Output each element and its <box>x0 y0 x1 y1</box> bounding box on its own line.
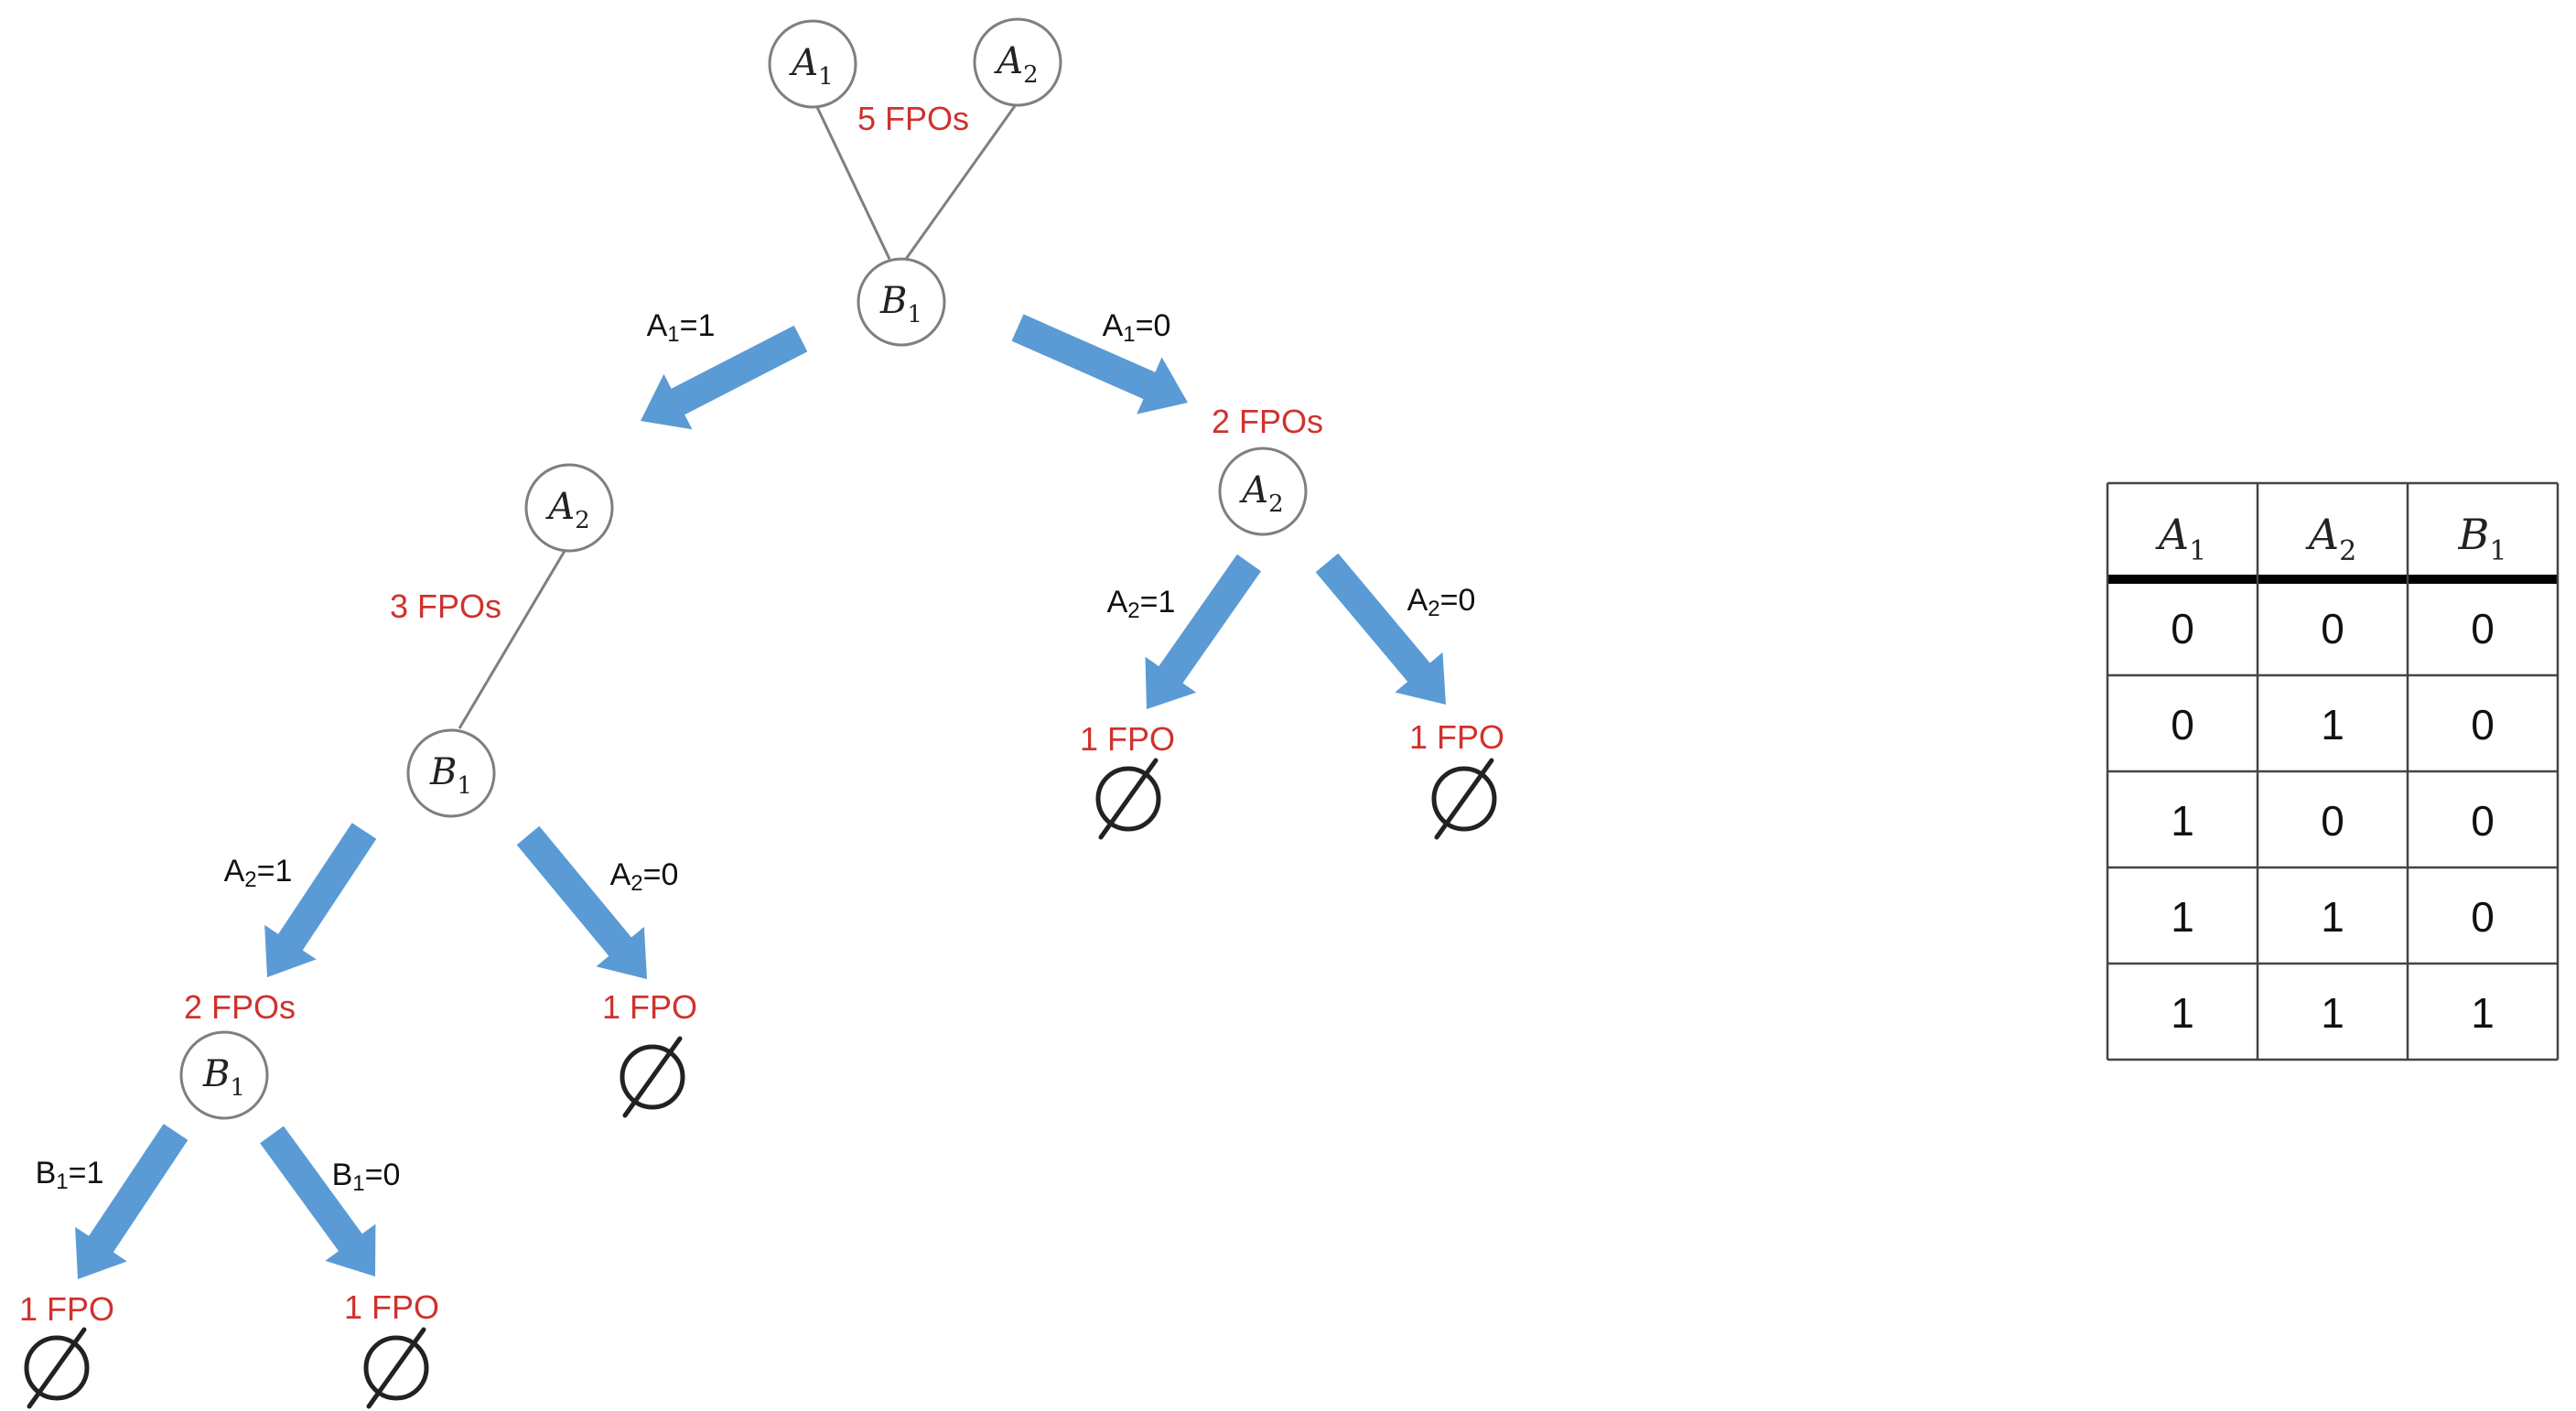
table-cell: 1 <box>2471 989 2495 1037</box>
arrow-left-a2-eq-1 <box>264 823 377 977</box>
arrow-a1-eq-1 <box>641 325 808 430</box>
fpo-label: 1 FPO <box>602 988 697 1026</box>
table-cell: 1 <box>2321 701 2344 749</box>
empty-set-icon <box>1095 758 1161 840</box>
node-a1-root: A1 <box>768 19 857 109</box>
fpo-label: 1 FPO <box>19 1290 114 1328</box>
table-cell: 0 <box>2321 797 2344 845</box>
condition-label: A1=1 <box>647 308 716 347</box>
transition-arrows <box>75 314 1446 1279</box>
node-label: A2 <box>993 40 1038 89</box>
condition-label: A2=0 <box>610 857 679 896</box>
condition-label: B1=1 <box>36 1156 104 1194</box>
node-circle <box>857 257 946 347</box>
empty-set-icon <box>620 1036 685 1118</box>
empty-set-icon <box>24 1327 90 1409</box>
table-row: 1 1 0 <box>2171 893 2495 941</box>
empty-set-terminals <box>24 758 1497 1409</box>
table-header-row: A1 A2 B1 <box>2155 510 2507 567</box>
table-grid <box>2106 481 2560 1061</box>
node-a2-root: A2 <box>973 17 1062 107</box>
table-cell: 1 <box>2171 797 2194 845</box>
table-header-cell: A2 <box>2305 510 2356 567</box>
table-row: 1 1 1 <box>2171 989 2495 1037</box>
table-cell: 0 <box>2321 605 2344 652</box>
node-circle <box>179 1030 269 1120</box>
tree-nodes: A1 A2 B1 A2 A2 B1 B1 <box>179 17 1308 1120</box>
truth-table: A1 A2 B1 0 0 0 0 1 0 1 0 0 1 1 0 1 1 1 <box>2106 481 2560 1061</box>
node-circle <box>1218 447 1308 536</box>
node-b1-mid: B1 <box>406 728 496 818</box>
node-b1-top: B1 <box>857 257 946 347</box>
condition-labels: A1=1 A1=0 A2=1 A2=0 A2=1 A2=0 B1=1 B1=0 <box>36 308 1476 1196</box>
node-circle <box>973 17 1062 107</box>
fpo-label: 1 FPO <box>344 1288 439 1326</box>
node-circle <box>524 463 614 553</box>
arrow-left-a2-eq-0 <box>516 825 647 979</box>
node-b1-low: B1 <box>179 1030 269 1120</box>
table-cell: 0 <box>2471 893 2495 941</box>
fpo-label: 2 FPOs <box>1212 403 1323 440</box>
node-circle <box>768 19 857 109</box>
empty-set-icon <box>1431 758 1497 840</box>
table-cell: 0 <box>2171 605 2194 652</box>
table-cell: 0 <box>2471 797 2495 845</box>
table-cell: 1 <box>2321 989 2344 1037</box>
arrow-a1-eq-0 <box>1011 314 1188 415</box>
condition-label: B1=0 <box>332 1158 401 1196</box>
fpo-label: 5 FPOs <box>857 100 969 137</box>
fpo-labels: 5 FPOs 2 FPOs 3 FPOs 1 FPO 1 FPO 2 FPOs … <box>19 100 1504 1328</box>
tree-edges <box>458 102 1019 729</box>
condition-label: A1=0 <box>1103 308 1171 347</box>
edge-a1-b1 <box>814 104 891 260</box>
edge-a2-b1 <box>904 102 1019 260</box>
node-circle <box>406 728 496 818</box>
condition-label: A2=0 <box>1407 583 1476 621</box>
node-label: B1 <box>202 1053 245 1102</box>
table-header-cell: A1 <box>2155 510 2206 567</box>
table-row: 0 0 0 <box>2171 605 2495 652</box>
table-header-cell: B1 <box>2458 510 2507 567</box>
edge-a2left-b1mid <box>458 545 569 729</box>
condition-label: A2=1 <box>224 854 293 892</box>
node-label: A1 <box>788 42 833 91</box>
arrow-right-a2-eq-1 <box>1145 554 1262 709</box>
table-row: 1 0 0 <box>2171 797 2495 845</box>
fpo-label: 1 FPO <box>1080 720 1175 758</box>
fpo-label: 1 FPO <box>1409 718 1504 756</box>
arrow-b1-eq-1 <box>75 1124 189 1279</box>
table-cell: 1 <box>2321 893 2344 941</box>
table-cell: 0 <box>2471 701 2495 749</box>
fpo-label: 3 FPOs <box>390 587 501 625</box>
node-label: A2 <box>1238 469 1283 518</box>
table-cell: 1 <box>2171 893 2194 941</box>
table-row: 0 1 0 <box>2171 701 2495 749</box>
arrow-right-a2-eq-0 <box>1315 553 1446 705</box>
node-label: B1 <box>879 280 922 329</box>
node-label: A2 <box>544 486 589 534</box>
empty-set-icon <box>363 1327 429 1409</box>
table-cell: 0 <box>2471 605 2495 652</box>
table-cell: 0 <box>2171 701 2194 749</box>
table-cell: 1 <box>2171 989 2194 1037</box>
node-a2-right: A2 <box>1218 447 1308 536</box>
node-label: B1 <box>429 751 472 800</box>
fpo-label: 2 FPOs <box>184 988 296 1026</box>
node-a2-left: A2 <box>524 463 614 553</box>
condition-label: A2=1 <box>1107 585 1176 623</box>
arrow-b1-eq-0 <box>260 1126 376 1276</box>
